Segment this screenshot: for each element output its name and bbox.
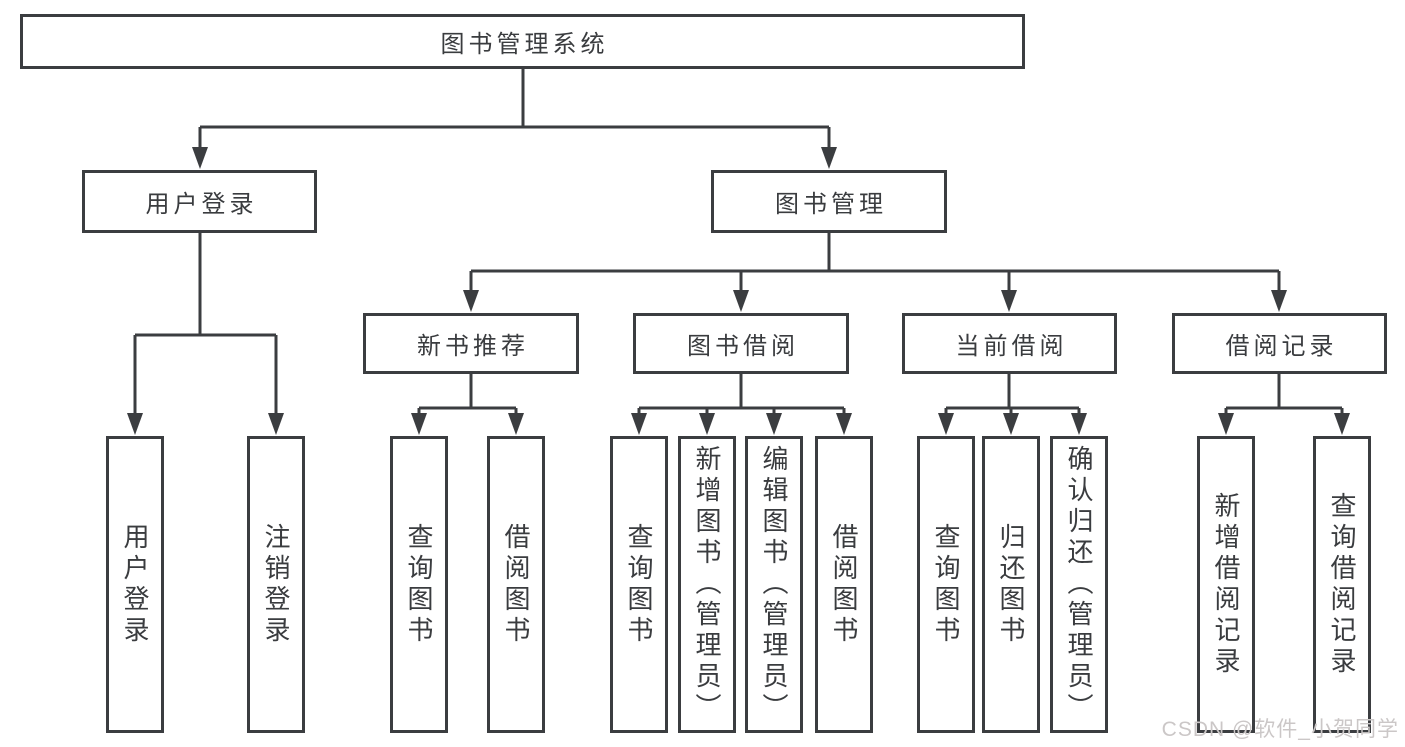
node-library-system: 图书管理系统 [20, 14, 1025, 69]
arrow-icon [192, 147, 208, 169]
leaf-edit-book-admin: 编辑图书（管理员） [745, 436, 803, 733]
leaf-query-books-borrow: 查询图书 [610, 436, 668, 733]
node-borrow-records: 借阅记录 [1172, 313, 1387, 374]
node-label: 编辑图书（管理员） [759, 445, 789, 724]
node-label: 图书管理 [775, 191, 887, 218]
arrow-icon [1071, 413, 1087, 435]
node-label: 图书借阅 [687, 333, 799, 360]
arrow-icon [1218, 413, 1234, 435]
leaf-add-borrow-record: 新增借阅记录 [1197, 436, 1255, 733]
arrow-icon [1003, 413, 1019, 435]
arrow-icon [938, 413, 954, 435]
leaf-return-book: 归还图书 [982, 436, 1040, 733]
leaf-confirm-return-admin: 确认归还（管理员） [1050, 436, 1108, 733]
arrow-icon [508, 413, 524, 435]
node-label: 查询图书 [404, 522, 434, 647]
arrow-icon [631, 413, 647, 435]
leaf-user-login: 用户登录 [106, 436, 164, 733]
tree-edges [133, 69, 1344, 416]
arrow-icon [268, 413, 284, 435]
csdn-watermark: CSDN @软件_小贺同学 [1161, 718, 1399, 741]
node-book-management: 图书管理 [711, 170, 947, 233]
node-new-book-recommend: 新书推荐 [363, 313, 579, 374]
node-label: 查询借阅记录 [1327, 491, 1357, 678]
arrow-icon [699, 413, 715, 435]
arrow-icon [1001, 290, 1017, 312]
node-label: 确认归还（管理员） [1064, 445, 1094, 724]
leaf-query-books-current: 查询图书 [917, 436, 975, 733]
arrow-icon [733, 290, 749, 312]
node-user-login: 用户登录 [82, 170, 317, 233]
arrow-icon [1271, 290, 1287, 312]
node-book-borrow: 图书借阅 [633, 313, 849, 374]
leaf-borrow-books: 借阅图书 [815, 436, 873, 733]
node-label: 新增借阅记录 [1211, 491, 1241, 678]
leaf-query-borrow-record: 查询借阅记录 [1313, 436, 1371, 733]
node-label: 注销登录 [261, 522, 291, 647]
arrow-icon [836, 413, 852, 435]
node-label: 查询图书 [624, 522, 654, 647]
node-label: 新书推荐 [417, 333, 529, 360]
node-label: 新增图书（管理员） [692, 445, 722, 724]
arrow-icon [411, 413, 427, 435]
node-label: 图书管理系统 [440, 31, 609, 58]
node-label: 用户登录 [145, 191, 258, 218]
node-label: 当前借阅 [955, 333, 1068, 360]
leaf-query-books-recommend: 查询图书 [390, 436, 448, 733]
leaf-borrow-books-recommend: 借阅图书 [487, 436, 545, 733]
node-label: 借阅图书 [829, 522, 859, 647]
arrow-icon [766, 413, 782, 435]
node-current-borrow: 当前借阅 [902, 313, 1117, 374]
leaf-logout: 注销登录 [247, 436, 305, 733]
arrow-icon [463, 290, 479, 312]
arrow-icon [1334, 413, 1350, 435]
node-label: 借阅图书 [501, 522, 531, 647]
node-label: 借阅记录 [1225, 333, 1338, 360]
arrow-icon [821, 147, 837, 169]
node-label: 查询图书 [931, 522, 961, 647]
node-label: 用户登录 [120, 522, 150, 647]
arrow-icon [127, 413, 143, 435]
leaf-add-book-admin: 新增图书（管理员） [678, 436, 736, 733]
node-label: 归还图书 [996, 522, 1026, 647]
